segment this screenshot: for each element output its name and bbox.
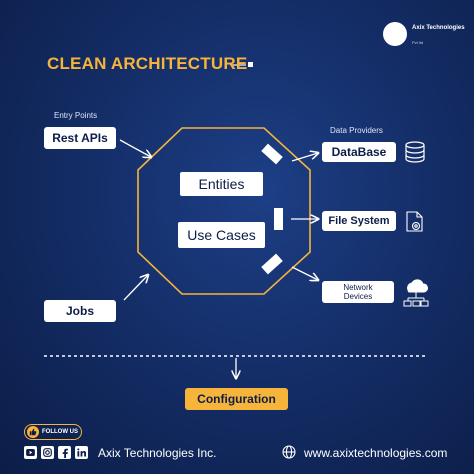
facebook-icon[interactable] — [58, 446, 71, 459]
arrow-jobs-to-core — [123, 275, 148, 301]
arrow-rest-to-core — [119, 139, 151, 157]
follow-us-label: FOLLOW US — [42, 429, 78, 435]
database-box: DataBase — [322, 142, 396, 162]
entry-points-caption: Entry Points — [54, 111, 98, 120]
network-devices-icon — [403, 279, 429, 307]
use-cases-box: Use Cases — [178, 222, 265, 248]
brand-logo — [383, 22, 407, 46]
file-settings-icon — [406, 211, 423, 232]
port-database — [261, 143, 283, 165]
entities-box: Entities — [180, 172, 263, 196]
brand-name: Axix Technologies — [412, 25, 465, 31]
network-devices-box: Network Devices — [322, 281, 394, 303]
jobs-box: Jobs — [44, 300, 116, 322]
configuration-box: Configuration — [185, 388, 288, 410]
instagram-icon[interactable] — [41, 446, 54, 459]
port-network — [261, 253, 283, 275]
follow-us-pill[interactable]: FOLLOW US — [24, 424, 82, 440]
arrow-core-to-network — [291, 266, 318, 280]
globe-icon — [282, 445, 296, 459]
youtube-icon[interactable] — [24, 446, 37, 459]
title-accent-dot — [248, 62, 253, 67]
port-file-system — [274, 208, 283, 230]
thumbs-up-icon — [27, 426, 39, 438]
file-system-box: File System — [322, 211, 396, 231]
linkedin-icon[interactable] — [75, 446, 88, 459]
company-name: Axix Technologies Inc. — [98, 446, 217, 460]
brand-suffix: Pvt ltd — [412, 40, 424, 45]
rest-apis-box: Rest APIs — [44, 127, 116, 149]
data-providers-caption: Data Providers — [330, 126, 383, 135]
arrow-core-to-database — [291, 153, 318, 162]
page-title: CLEAN ARCHITECTURE — [47, 54, 248, 73]
website-link[interactable]: www.axixtechnologies.com — [304, 446, 448, 460]
core-octagon — [137, 127, 311, 295]
database-icon — [405, 141, 425, 163]
